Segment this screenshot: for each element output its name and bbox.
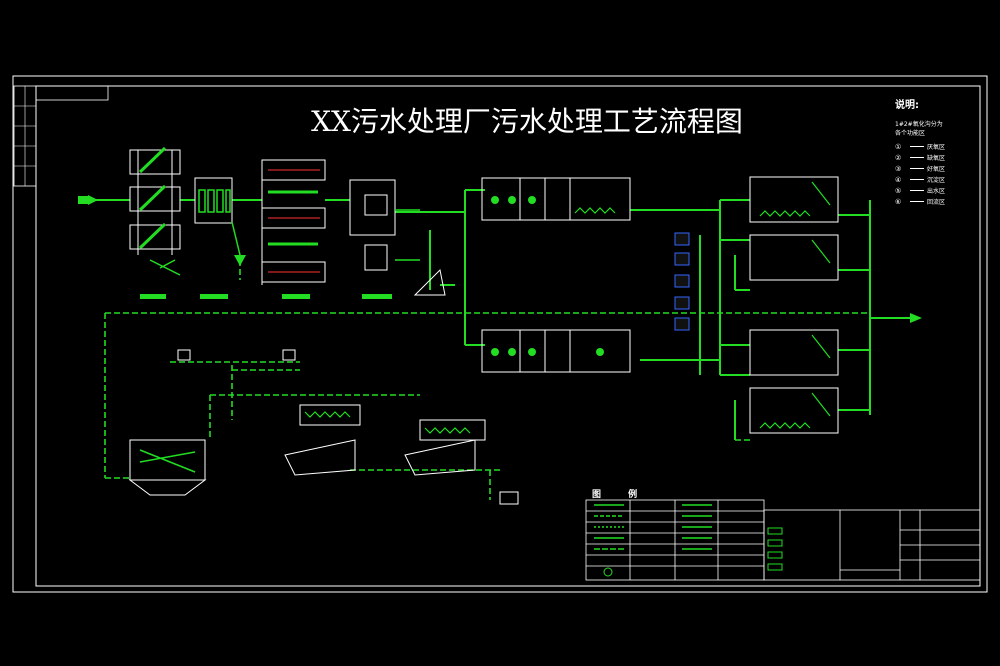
notes-item-number: ③ [895,164,902,173]
sludge-thickener [128,439,207,496]
notes-item-leader [910,146,924,147]
notes-item-label: 好氧区 [927,166,946,173]
influent-arrow-icon [88,195,98,205]
sedimentation-tank [349,179,396,271]
notes-item-label: 出水区 [927,188,946,195]
notes-item-leader [910,157,924,158]
notes-item-number: ⑥ [895,197,902,206]
notes-item-leader [910,190,924,191]
notes-item-label: 缺氧区 [927,155,946,162]
notes-item-label: 沉淀区 [927,177,946,184]
notes-item-number: ② [895,153,902,162]
blower-units [674,232,690,331]
grit-chambers [261,159,326,285]
notes-panel: 说明: 1#2#氧化沟分为 各个功能区 ① 厌氧区 ② 缺氧区 ③ 好氧区 ④ 沉淀区 ⑤ 出水区… [895,96,975,207]
legend-table-heading: 图 例 [592,490,650,500]
lift-pump-station [194,177,233,224]
page-title: XX污水处理厂污水处理工艺流程图 [311,105,743,138]
bar-screen-group [129,149,181,255]
notes-item: ⑤ 出水区 [895,185,975,196]
notes-item-label: 回流区 [927,199,946,206]
pipe-network [78,189,910,440]
notes-intro-2: 各个功能区 [895,130,926,137]
notes-intro-1: 1#2#氧化沟分为 [895,121,943,128]
notes-item-number: ④ [895,175,902,184]
belt-filter-press [284,404,486,476]
notes-item-label: 厌氧区 [927,144,946,151]
notes-item-number: ① [895,142,902,151]
corner-tab [35,85,109,101]
notes-item: ④ 沉淀区 [895,174,975,185]
outer-frame [12,75,988,593]
notes-item-leader [910,168,924,169]
legend-table [585,499,765,581]
notes-item: ① 厌氧区 [895,141,975,152]
notes-item-leader [910,201,924,202]
notes-item-number: ⑤ [895,186,902,195]
notes-item-leader [910,179,924,180]
oxidation-ditch-2 [481,329,631,373]
notes-item: ② 缺氧区 [895,152,975,163]
oxidation-ditch-1 [481,177,631,221]
clarifiers [749,176,839,434]
title-block [763,509,981,581]
notes-heading: 说明: [895,100,919,111]
notes-item: ⑥ 回流区 [895,196,975,207]
inner-frame [35,85,981,587]
sludge-lines [104,260,870,500]
notes-list: ① 厌氧区 ② 缺氧区 ③ 好氧区 ④ 沉淀区 ⑤ 出水区 ⑥ 回流区 [895,141,975,207]
notes-item: ③ 好氧区 [895,163,975,174]
effluent-arrow-icon [910,313,922,323]
